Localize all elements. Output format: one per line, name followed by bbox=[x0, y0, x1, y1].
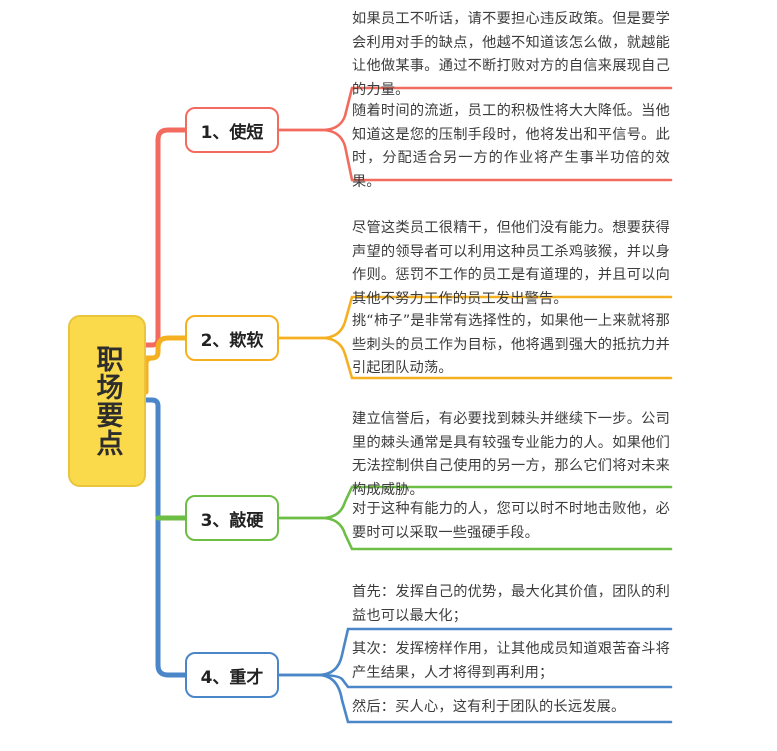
leaf-4-1[interactable]: 首先：发挥自己的优势，最大化其价值，团队的利益也可以最大化； bbox=[352, 581, 670, 628]
leaf-4-2-text: 其次：发挥榜样作用，让其他成员知道艰苦奋斗将产生结果，人才将得到再利用； bbox=[352, 641, 670, 681]
branch-node-1[interactable]: 1、使短 bbox=[185, 107, 279, 153]
leaf-2-2-text: 挑“柿子”是非常有选择性的，如果他一上来就将那些刺头的员工作为目标，他将遇到强大… bbox=[352, 313, 670, 376]
root-node-label: 职场要点 bbox=[91, 345, 123, 457]
branch-node-4-label: 4、重才 bbox=[200, 667, 264, 688]
leaf-4-3[interactable]: 然后：买人心，这有利于团队的长远发展。 bbox=[352, 696, 670, 720]
branch-node-4[interactable]: 4、重才 bbox=[185, 652, 279, 698]
leaf-1-1-text: 如果员工不听话，请不要担心违反政策。但是要学会利用对手的缺点，他越不知道该怎么做… bbox=[352, 11, 670, 98]
leaf-4-2[interactable]: 其次：发挥榜样作用，让其他成员知道艰苦奋斗将产生结果，人才将得到再利用； bbox=[352, 638, 670, 685]
leaf-2-1-text: 尽管这类员工很精干，但他们没有能力。想要获得声望的领导者可以利用这种员工杀鸡骇猴… bbox=[352, 220, 670, 307]
branch-node-3-label: 3、敲硬 bbox=[200, 510, 264, 531]
leaf-2-2[interactable]: 挑“柿子”是非常有选择性的，如果他一上来就将那些刺头的员工作为目标，他将遇到强大… bbox=[352, 310, 670, 381]
branch-node-3[interactable]: 3、敲硬 bbox=[185, 495, 279, 541]
branch-node-2-label: 2、欺软 bbox=[200, 330, 264, 351]
leaf-4-3-text: 然后：买人心，这有利于团队的长远发展。 bbox=[352, 699, 626, 715]
leaf-1-2[interactable]: 随着时间的流逝，员工的积极性将大大降低。当他知道这是您的压制手段时，他将发出和平… bbox=[352, 100, 670, 194]
leaf-1-1[interactable]: 如果员工不听话，请不要担心违反政策。但是要学会利用对手的缺点，他越不知道该怎么做… bbox=[352, 8, 670, 102]
leaf-2-1[interactable]: 尽管这类员工很精干，但他们没有能力。想要获得声望的领导者可以利用这种员工杀鸡骇猴… bbox=[352, 217, 670, 311]
branch-node-1-label: 1、使短 bbox=[200, 122, 264, 143]
spine-blue-trunk bbox=[143, 397, 188, 678]
leaf-3-1[interactable]: 建立信誉后，有必要找到棘头并继续下一步。公司里的棘头通常是具有较强专业能力的人。… bbox=[352, 408, 670, 502]
spine-branch-2-tail bbox=[143, 355, 155, 395]
spine-branch-1 bbox=[143, 127, 188, 348]
root-node[interactable]: 职场要点 bbox=[68, 315, 146, 487]
leaf-3-2[interactable]: 对于这种有能力的人，您可以时不时地击败他，必要时可以采取一些强硬手段。 bbox=[352, 498, 670, 545]
leaf-1-2-text: 随着时间的流逝，员工的积极性将大大降低。当他知道这是您的压制手段时，他将发出和平… bbox=[352, 103, 670, 190]
branch-node-2[interactable]: 2、欺软 bbox=[185, 315, 279, 361]
leaf-3-1-text: 建立信誉后，有必要找到棘头并继续下一步。公司里的棘头通常是具有较强专业能力的人。… bbox=[352, 411, 670, 498]
leaf-3-2-text: 对于这种有能力的人，您可以时不时地击败他，必要时可以采取一些强硬手段。 bbox=[352, 501, 670, 541]
spine-branch-2 bbox=[143, 335, 188, 361]
leaf-4-1-text: 首先：发挥自己的优势，最大化其价值，团队的利益也可以最大化； bbox=[352, 584, 670, 624]
